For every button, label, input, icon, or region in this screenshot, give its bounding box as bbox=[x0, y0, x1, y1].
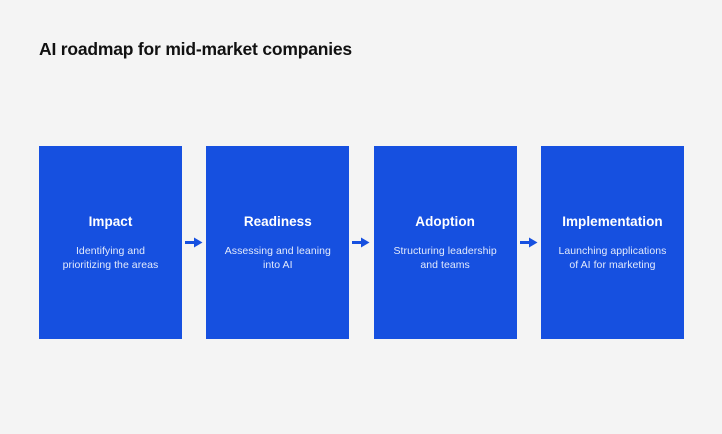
stage-card-readiness[interactable]: Readiness Assessing and leaning into AI bbox=[206, 146, 350, 339]
stage-card-impact[interactable]: Impact Identifying and prioritizing the … bbox=[39, 146, 182, 339]
connector-3 bbox=[517, 146, 541, 339]
arrow-right-icon bbox=[352, 237, 370, 248]
stage-description: Launching applications of AI for marketi… bbox=[558, 245, 667, 271]
stage-description: Structuring leadership and teams bbox=[393, 245, 497, 271]
connector-1 bbox=[182, 146, 206, 339]
stage-description: Identifying and prioritizing the areas bbox=[62, 245, 159, 271]
roadmap-flow: Impact Identifying and prioritizing the … bbox=[39, 146, 684, 339]
stage-heading: Impact bbox=[88, 214, 133, 229]
stage-heading: Implementation bbox=[562, 214, 663, 229]
stage-heading: Readiness bbox=[243, 214, 312, 229]
stage-heading: Adoption bbox=[415, 214, 475, 229]
stage-description: Assessing and leaning into AI bbox=[224, 245, 331, 271]
arrow-right-icon bbox=[519, 237, 538, 248]
page-title: AI roadmap for mid-market companies bbox=[39, 39, 352, 59]
stage-card-adoption[interactable]: Adoption Structuring leadership and team… bbox=[373, 146, 517, 339]
stage-card-implementation[interactable]: Implementation Launching applications of… bbox=[540, 146, 684, 339]
connector-2 bbox=[349, 146, 373, 339]
arrow-right-icon bbox=[185, 237, 203, 248]
